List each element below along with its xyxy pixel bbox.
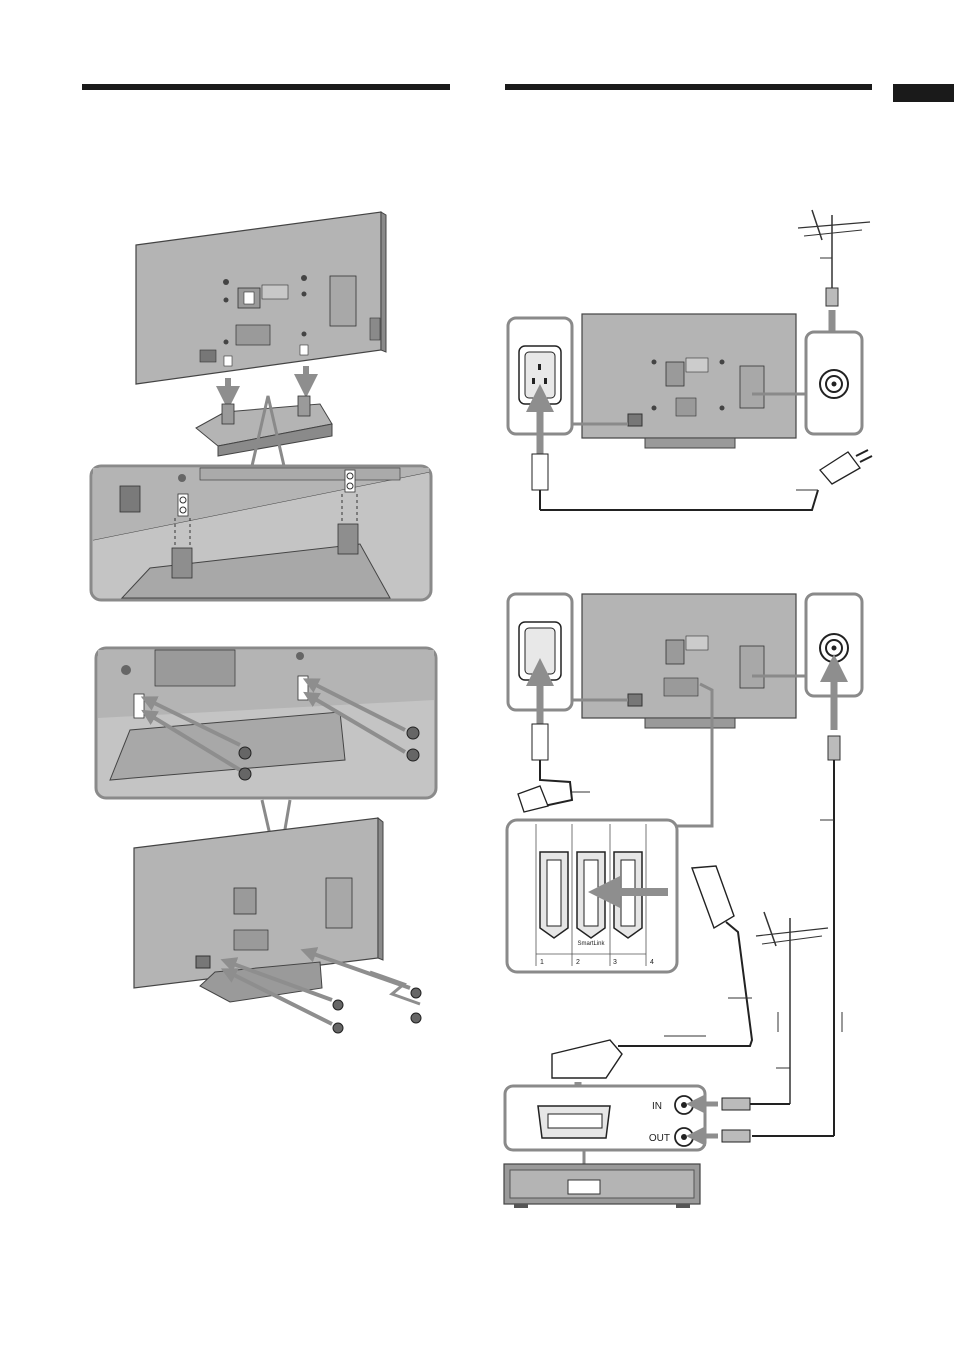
scart-port-1-label: 1 (540, 959, 544, 966)
scart-port-3-label: 3 (613, 959, 617, 966)
vcr-out-label: OUT (649, 1133, 670, 1144)
aerial-connection-diagram (508, 210, 872, 510)
scart-port-4-label: 4 (650, 959, 654, 966)
vcr-in-label: IN (652, 1101, 662, 1112)
smartlink-label: SmartLink (577, 941, 605, 947)
vcr-connection-diagram: SmartLink 1 2 3 4 IN OUT (504, 594, 862, 1208)
scart-port-2-label: 2 (576, 959, 580, 966)
tv-stand-mount-diagram (91, 212, 436, 1033)
scart-socket-2 (577, 852, 605, 938)
scart-socket-1 (540, 852, 568, 938)
